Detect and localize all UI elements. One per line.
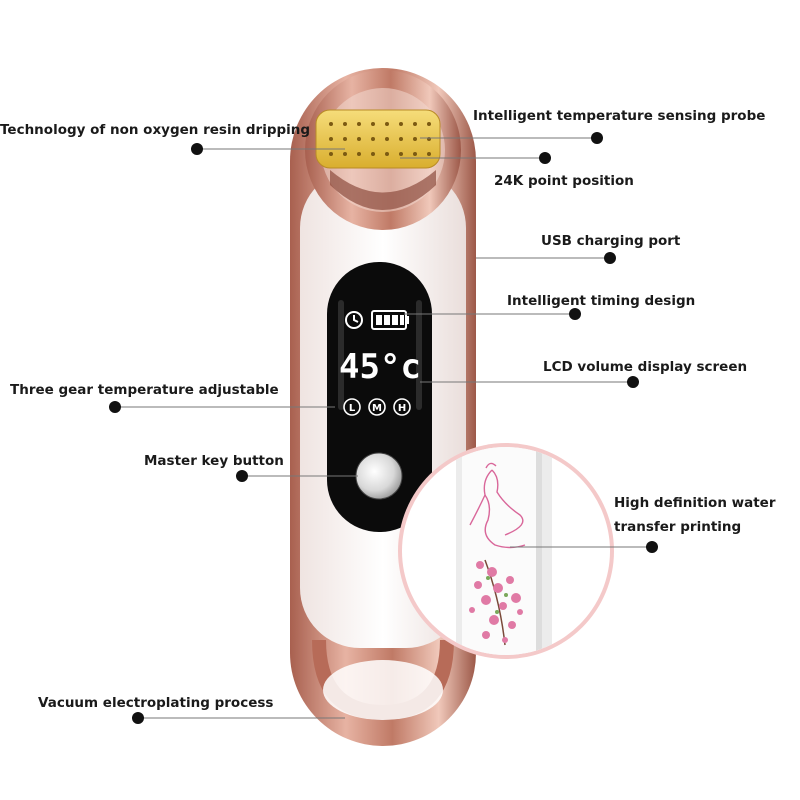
master-key-button: [355, 452, 403, 500]
mode-icons: [343, 398, 411, 416]
dot-probe: [591, 132, 603, 144]
callout-usb-label: USB charging port: [541, 233, 681, 249]
callout-gold-label: 24K point position: [494, 173, 634, 189]
probe-plate: [315, 109, 441, 169]
callout-print-label: High definition water transfer printing: [614, 495, 776, 535]
callout-gear-label: Three gear temperature adjustable: [10, 382, 279, 398]
probe-pins: [329, 122, 431, 156]
dot-gear: [109, 401, 121, 413]
callout-vacuum-label: Vacuum electroplating process: [38, 695, 274, 711]
dot-timing: [569, 308, 581, 320]
blossom-branch: [469, 559, 523, 646]
dot-print: [646, 541, 658, 553]
callout-dots: [109, 132, 658, 724]
battery-icon: [371, 310, 409, 330]
print-detail-magnifier: [398, 443, 614, 659]
callout-key-label: Master key button: [144, 453, 284, 469]
mode-high-icon: H: [398, 403, 406, 414]
clock-icon: [345, 311, 363, 329]
dot-lcd: [627, 376, 639, 388]
dot-usb: [604, 252, 616, 264]
lcd-temperature: 45°c: [339, 347, 421, 387]
leader-lines: [115, 137, 652, 719]
callout-lcd-label: LCD volume display screen: [543, 359, 748, 375]
callout-probe-label: Intelligent temperature sensing probe: [473, 108, 766, 124]
callout-resin-label: Technology of non oxygen resin dripping: [0, 122, 311, 138]
mode-low-icon: L: [349, 403, 356, 414]
dot-key: [236, 470, 248, 482]
dot-vacuum: [132, 712, 144, 724]
dot-gold: [539, 152, 551, 164]
mode-medium-icon: M: [372, 403, 382, 414]
callout-timing-label: Intelligent timing design: [507, 293, 696, 309]
dot-resin: [191, 143, 203, 155]
